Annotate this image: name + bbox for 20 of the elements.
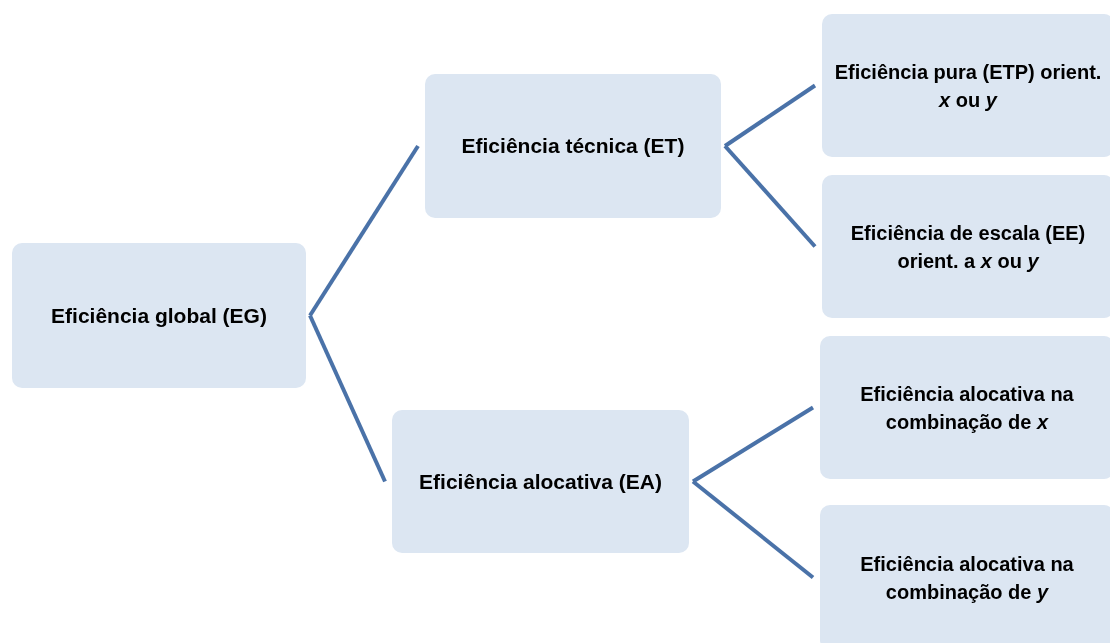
connector-line bbox=[723, 144, 817, 248]
process-box bbox=[820, 336, 1110, 479]
process-box bbox=[820, 505, 1110, 643]
process-box bbox=[822, 14, 1110, 157]
connector-line bbox=[723, 83, 817, 148]
node-label: Eficiência alocativa (EA) bbox=[419, 468, 662, 495]
node-label: Eficiência alocativa na combinação de x bbox=[859, 381, 1075, 435]
node-label: Eficiência de escala (EE) orient. a x ou y bbox=[849, 220, 1087, 274]
node-label: Eficiência alocativa na combinação de y bbox=[859, 551, 1075, 605]
process-box bbox=[425, 74, 721, 218]
connector-line bbox=[691, 479, 815, 580]
connector-line bbox=[308, 144, 420, 317]
process-box bbox=[12, 243, 306, 388]
connector-line bbox=[691, 405, 815, 484]
connector-line bbox=[308, 314, 387, 483]
process-box bbox=[392, 410, 689, 553]
node-label: Eficiência global (EG) bbox=[51, 302, 267, 329]
process-box bbox=[822, 175, 1110, 318]
node-label: Eficiência pura (ETP) orient. x ou y bbox=[833, 59, 1103, 113]
node-label: Eficiência técnica (ET) bbox=[461, 133, 685, 160]
